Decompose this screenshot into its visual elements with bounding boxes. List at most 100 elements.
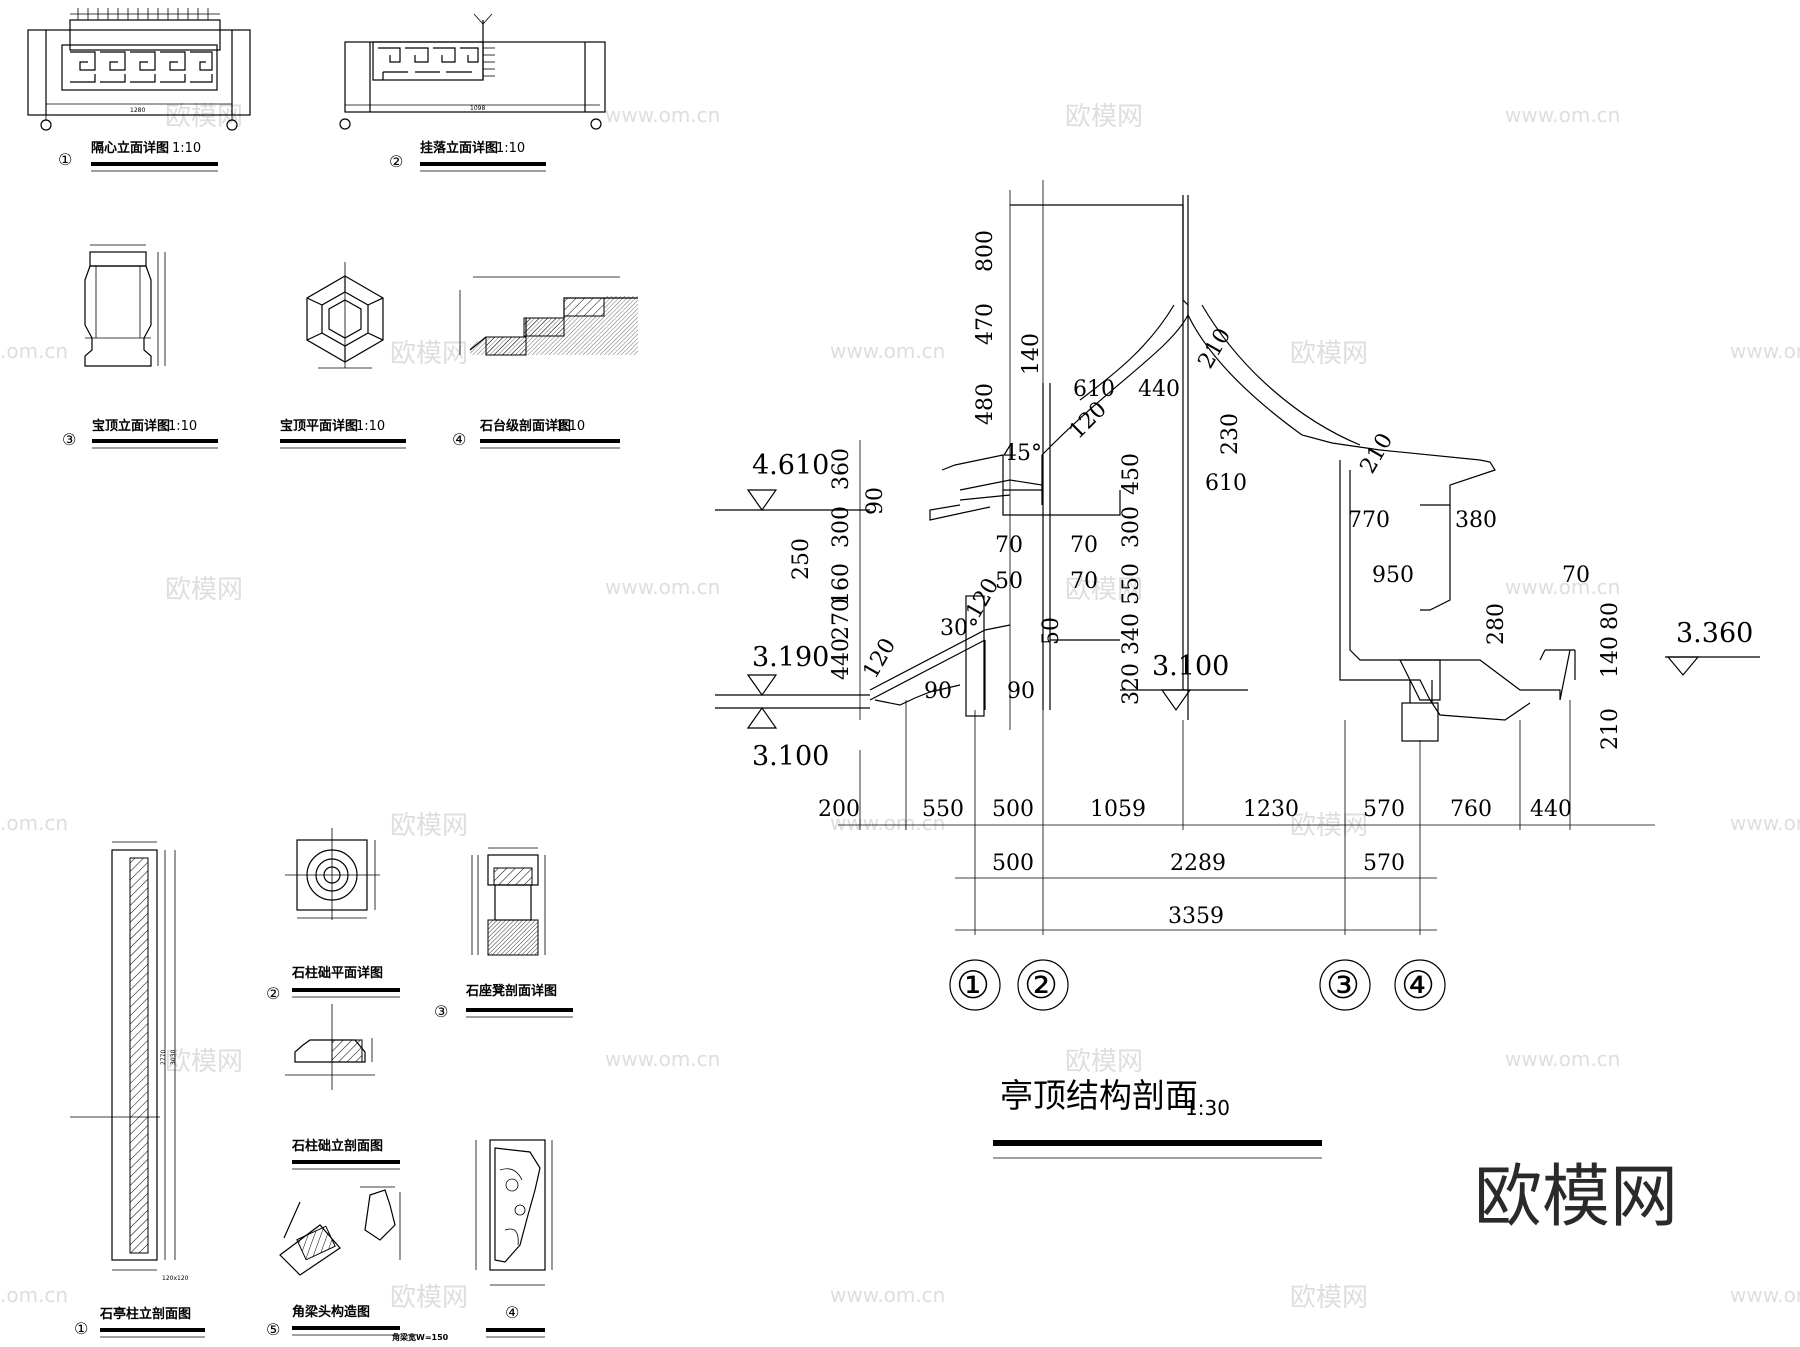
dim: 610	[1205, 471, 1247, 496]
watermark-url: www.om.cn	[605, 1047, 720, 1071]
watermark: 欧模网	[165, 1047, 243, 1077]
watermark-url: www.om.cn	[1730, 339, 1800, 363]
detail-column-base-section	[285, 1004, 375, 1090]
caption-bracket: ④	[486, 1303, 545, 1338]
watermark: 欧模网	[390, 811, 468, 841]
watermark-url: www.om.cn	[1730, 811, 1800, 835]
detail-title: 隔心立面详图	[91, 140, 169, 156]
level-mark: 4.610	[752, 450, 829, 481]
dim-label: 3030	[170, 1050, 177, 1065]
dim: 500	[992, 797, 1034, 822]
dim: 610	[1073, 377, 1115, 402]
main-roof-section: 4.610 3.190 3.100 3.100 3.360 800 470 14…	[715, 180, 1760, 1159]
caption-column: ① 石亭柱立剖面图	[74, 1306, 205, 1338]
detail-number: ③	[434, 1002, 448, 1021]
detail-scale: 1:10	[172, 141, 201, 156]
watermark-url: www.om.cn	[605, 575, 720, 599]
bottom-dims-row-2: 500 2289 570	[992, 851, 1405, 876]
detail-title: 角梁头构造图	[292, 1304, 370, 1320]
dim: 140	[1598, 636, 1623, 678]
detail-number: ③	[62, 430, 76, 449]
detail-title: 石台级剖面详图	[479, 418, 571, 434]
dim: 1059	[1090, 797, 1146, 822]
detail-title: 挂落立面详图	[420, 140, 498, 156]
dim: 320	[1119, 663, 1144, 705]
section-title: 亭顶结构剖面	[1000, 1076, 1198, 1115]
dim-label: 2770	[160, 1050, 167, 1065]
dim: 50	[1039, 617, 1064, 645]
level-mark: 3.100	[1152, 651, 1229, 682]
watermark-url: .om.cn	[0, 811, 68, 835]
dim: 160	[829, 563, 854, 605]
detail-stone-steps	[459, 276, 638, 356]
detail-hanging-fascia: 1098	[339, 13, 606, 130]
watermark: 欧模网	[390, 339, 468, 369]
detail-number: ①	[58, 150, 72, 169]
axis-bubbles: ① ② ③ ④	[949, 959, 1446, 1011]
detail-scale: 1:10	[168, 419, 197, 434]
dim: 200	[818, 797, 860, 822]
detail-number: ⑤	[266, 1320, 280, 1339]
detail-scale: 1:10	[556, 419, 585, 434]
watermark-url: www.om.cn	[830, 811, 945, 835]
detail-title: 宝顶平面详图	[280, 418, 358, 434]
dim: 500	[992, 851, 1034, 876]
dim: 70	[1070, 569, 1098, 594]
caption-base-section: 石柱础立剖面图	[291, 1138, 400, 1170]
detail-stone-bench	[471, 847, 546, 956]
watermark: 欧模网	[165, 575, 243, 605]
caption-2: ② 挂落立面详图 1:10	[389, 140, 546, 172]
caption-bench: ③ 石座凳剖面详图	[434, 983, 573, 1021]
watermark: 欧模网	[1065, 1047, 1143, 1077]
dim: 70	[995, 533, 1023, 558]
level-mark: 3.190	[752, 642, 829, 673]
dim: 950	[1372, 563, 1414, 588]
dim: 570	[1363, 797, 1405, 822]
caption-4: ④ 石台级剖面详图 1:10	[452, 418, 620, 449]
watermark: 欧模网	[1065, 575, 1143, 605]
watermark-url: .om.cn	[0, 339, 68, 363]
dim-label: 1098	[470, 105, 485, 112]
detail-number: ④	[452, 430, 466, 449]
dim: 70	[1070, 533, 1098, 558]
detail-column-base-plan	[285, 828, 380, 920]
axis-label: ④	[1401, 963, 1435, 1007]
dim: 550	[1119, 563, 1144, 605]
detail-number: ①	[74, 1319, 88, 1338]
dim: 280	[1484, 603, 1509, 645]
caption-3: ③ 宝顶立面详图 1:10	[62, 418, 218, 449]
dim: 120	[1065, 397, 1112, 444]
watermark-url: www.om.cn	[830, 339, 945, 363]
detail-title: 石亭柱立剖面图	[99, 1306, 191, 1322]
detail-lattice-elevation: 1280	[27, 8, 251, 131]
dim: 210	[1598, 708, 1623, 750]
dim: 470	[973, 303, 998, 345]
bottom-dims-row-3: 3359	[1168, 904, 1224, 929]
dim: 480	[973, 383, 998, 425]
dim: 3359	[1168, 904, 1224, 929]
detail-stone-column: 2770 3030 120x120	[70, 841, 189, 1282]
dim: 80	[1598, 602, 1623, 630]
dim-label: 1280	[130, 107, 145, 114]
caption-base-plan: ② 石柱础平面详图	[266, 965, 400, 1003]
dim: 70	[1562, 563, 1590, 588]
detail-finial-plan	[306, 262, 384, 369]
dim: 300	[829, 506, 854, 548]
detail-corner-bracket	[475, 1139, 553, 1286]
dim: 140	[1019, 333, 1044, 375]
caption-plan: 宝顶平面详图 1:10	[280, 418, 406, 449]
dim: 50	[995, 569, 1023, 594]
detail-number: ②	[389, 152, 403, 171]
detail-title: 石柱础平面详图	[291, 965, 383, 981]
dim: 300	[1119, 506, 1144, 548]
left-vertical-dims: 800 470 140 480 360 90 300 250 160 270 4…	[789, 230, 1044, 680]
dim: 440	[1138, 377, 1180, 402]
watermark-url: www.om.cn	[1505, 575, 1620, 599]
dim: 800	[973, 230, 998, 272]
dim: 440	[829, 638, 854, 680]
watermark-url: www.om.cn	[605, 103, 720, 127]
detail-title: 石柱础立剖面图	[291, 1138, 383, 1154]
brand-logo: 欧模网	[1474, 1158, 1678, 1237]
inner-dims: 610 440 450 300 550 340 320 70 70 70 50 …	[859, 324, 1623, 750]
dim: 360	[829, 448, 854, 490]
